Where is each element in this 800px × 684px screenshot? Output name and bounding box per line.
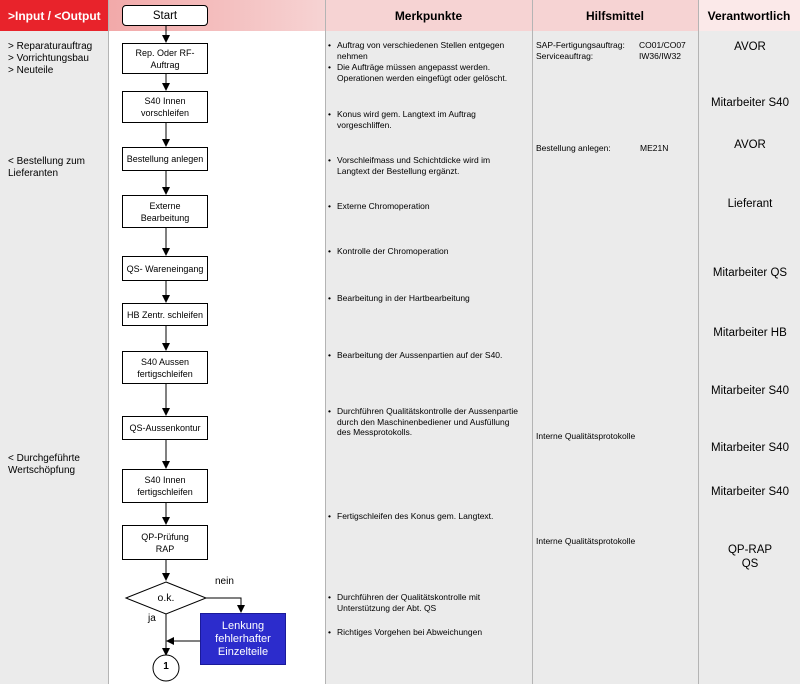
start-terminal: Start — [122, 5, 208, 26]
step-qp-pruefung-rap: QP-Prüfung RAP — [122, 525, 208, 560]
hilfsmittel-qp-protokoll: Interne Qualitätsprotokolle — [536, 431, 636, 441]
step-s40-innen-fertigschleifen: S40 Innen fertigschleifen — [122, 469, 208, 503]
header-verantwortlich: Verantwortlich — [698, 0, 800, 31]
decision-yes-label: ja — [148, 613, 156, 624]
step-externe-bearbeitung: Externe Bearbeitung — [122, 195, 208, 228]
responsible-avor: AVOR — [734, 41, 766, 53]
merkpunkt-item: Bearbeitung der Aussenpartien auf der S4… — [328, 350, 520, 361]
responsible-qp-rap-qs: QP-RAP QS — [727, 544, 773, 570]
output-wertschoepfung: < Durchgeführte Wertschöpfung — [8, 453, 80, 476]
merkpunkt-item: Bearbeitung in der Hartbearbeitung — [328, 293, 520, 304]
responsible-s40: Mitarbeiter S40 — [711, 385, 789, 397]
input-column-bg — [0, 31, 108, 684]
responsible-s40: Mitarbeiter S40 — [711, 97, 789, 109]
merkpunkt-item: Externe Chromoperation — [328, 201, 520, 212]
responsible-hb: Mitarbeiter HB — [713, 327, 787, 339]
column-divider — [698, 0, 699, 684]
input-reparaturauftrag: > Reparaturauftrag > Vorrichtungsbau > N… — [8, 41, 93, 76]
merkpunkt-item: Vorschleifmass und Schichtdicke wird im … — [328, 155, 520, 176]
responsible-lieferant: Lieferant — [727, 198, 773, 210]
step-bestellung-anlegen: Bestellung anlegen — [122, 147, 208, 171]
responsible-s40: Mitarbeiter S40 — [711, 486, 789, 498]
hilfsmittel-bestellung-value: ME21N — [640, 143, 669, 153]
merkpunkt-item: Fertigschleifen des Konus gem. Langtext. — [328, 511, 520, 522]
error-handling-box: Lenkung fehlerhafter Einzelteile — [200, 613, 286, 665]
responsible-avor: AVOR — [734, 139, 766, 151]
decision-no-label: nein — [215, 576, 234, 587]
merkpunkt-item: Auftrag von verschiedenen Stellen entgeg… — [328, 40, 520, 61]
connector-circle — [152, 654, 180, 682]
merkpunkt-item: Die Aufträge müssen angepasst werden. Op… — [328, 62, 520, 83]
step-s40-aussen-fertigschleifen: S40 Aussen fertigschleifen — [122, 351, 208, 384]
header-merkpunkte: Merkpunkte — [325, 0, 532, 31]
hilfsmittel-column-bg — [532, 31, 698, 684]
hilfsmittel-service-label: Serviceauftrag: — [536, 51, 594, 61]
hilfsmittel-sap-label: SAP-Fertigungsauftrag: — [536, 40, 625, 50]
responsible-qs: Mitarbeiter QS — [712, 267, 788, 279]
responsible-s40: Mitarbeiter S40 — [711, 442, 789, 454]
step-rep-auftrag: Rep. Oder RF- Auftrag — [122, 43, 208, 74]
merkpunkt-item: Richtiges Vorgehen bei Abweichungen — [328, 627, 520, 638]
hilfsmittel-sap-value: CO01/CO07 — [639, 40, 686, 50]
hilfsmittel-service-value: IW36/IW32 — [639, 51, 682, 61]
hilfsmittel-bestellung-label: Bestellung anlegen: — [536, 143, 611, 153]
merkpunkt-item: Kontrolle der Chromoperation — [328, 246, 520, 257]
step-s40-innen-vorschleifen: S40 Innen vorschleifen — [122, 91, 208, 123]
hilfsmittel-qp-protokoll: Interne Qualitätsprotokolle — [536, 536, 636, 546]
header-input-output: >Input / <Output — [0, 0, 108, 31]
step-qs-wareneingang: QS- Wareneingang — [122, 256, 208, 281]
step-hb-zentr-schleifen: HB Zentr. schleifen — [122, 303, 208, 326]
column-divider — [108, 0, 109, 684]
output-bestellung: < Bestellung zum Lieferanten — [8, 156, 85, 179]
column-divider — [532, 0, 533, 684]
merkpunkt-item: Durchführen Qualitätskontrolle der Ausse… — [328, 406, 520, 438]
header-hilfsmittel: Hilfsmittel — [532, 0, 698, 31]
step-qs-aussenkontur: QS-Aussenkontur — [122, 416, 208, 440]
verantwortlich-column-bg — [698, 31, 800, 684]
decision-diamond — [124, 581, 208, 615]
merkpunkt-item: Durchführen der Qualitätskontrolle mit U… — [328, 592, 520, 613]
connector-label: 1 — [163, 661, 169, 672]
merkpunkt-item: Konus wird gem. Langtext im Auftrag vorg… — [328, 109, 520, 130]
column-divider — [325, 0, 326, 684]
decision-label: o.k. — [157, 592, 175, 604]
